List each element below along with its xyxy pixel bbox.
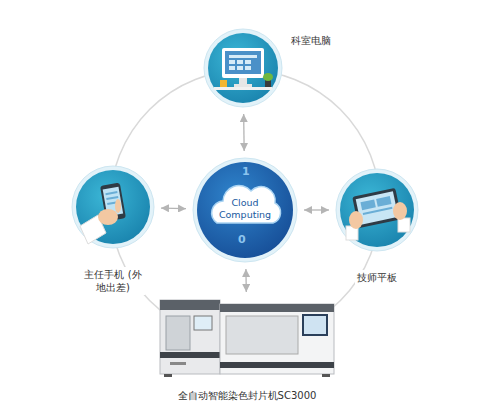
- tablet-in-hands-icon: [363, 207, 393, 215]
- tablet-in-hands-icon: [346, 226, 358, 240]
- circle-halo: [193, 158, 297, 262]
- phone-in-hand-icon: [106, 196, 118, 200]
- computer-icon: [234, 84, 252, 87]
- circle-outline: [335, 168, 419, 252]
- double-arrow: [245, 269, 247, 292]
- tablet-in-hands-icon: [352, 188, 402, 228]
- computer-icon: [239, 78, 247, 84]
- computer-icon: [237, 66, 243, 70]
- circle-halo: [72, 166, 154, 248]
- circle-outline: [71, 165, 155, 249]
- stainer-machine: [304, 316, 326, 334]
- node-label: 全自动智能染色封片机SC3000: [176, 388, 319, 403]
- tablet-in-hands-icon: [398, 218, 410, 232]
- machine-box: 全自动智能染色封片机SC3000: [158, 298, 336, 378]
- stainer-machine: [226, 316, 298, 354]
- phone-in-hand-icon: [100, 183, 126, 222]
- phone-in-hand-icon: [105, 191, 117, 195]
- binary-digit: 1: [242, 166, 250, 178]
- circle-halo: [204, 29, 282, 107]
- device-circle: 科室电脑: [203, 28, 283, 108]
- computer-icon: [237, 60, 243, 64]
- stainer-machine: [322, 374, 330, 377]
- stainer-machine: [160, 300, 220, 374]
- phone-in-hand-icon: [103, 187, 123, 216]
- node-label: Cloud Computing: [210, 197, 280, 221]
- phone-in-hand-icon: [80, 183, 126, 244]
- node-label: 科室电脑: [291, 34, 331, 47]
- tablet-in-hands-icon: [352, 188, 402, 228]
- computer-icon: [225, 51, 261, 74]
- computer-icon: [229, 66, 235, 70]
- device-circle: 主任手机 (外地出差): [71, 165, 155, 249]
- tablet-in-hands-icon: [349, 211, 363, 229]
- tablet-in-hands-icon: [393, 202, 407, 220]
- tablet-in-hands-icon: [376, 196, 391, 207]
- stainer-machine: [160, 352, 220, 358]
- stainer-machine: [220, 304, 334, 312]
- computer-icon: [229, 60, 235, 64]
- phone-in-hand-icon: [100, 183, 126, 222]
- circle-fill: [197, 162, 293, 258]
- tablet-in-hands-icon: [360, 199, 375, 210]
- circle-halo: [336, 169, 418, 251]
- binary-digit: 0: [238, 234, 246, 246]
- phone-in-hand-icon: [80, 215, 106, 244]
- stainer-machine: [160, 300, 334, 377]
- circle-fill: [208, 33, 278, 103]
- stainer-machine: [166, 316, 190, 350]
- node-label: 技师平板: [355, 270, 399, 285]
- computer-icon: [265, 80, 271, 87]
- phone-in-hand-icon: [115, 199, 121, 213]
- circle-outline: [203, 28, 283, 108]
- stainer-machine: [220, 304, 334, 374]
- computer-icon: [214, 87, 272, 90]
- computer-icon: [222, 48, 264, 78]
- phone-in-hand-icon: [107, 201, 119, 205]
- circle-fill: [340, 173, 414, 247]
- double-arrow: [243, 114, 245, 151]
- stainer-machine: [194, 316, 212, 330]
- computer-icon: [214, 48, 273, 90]
- phone-in-hand-icon: [98, 209, 118, 225]
- double-arrow: [161, 207, 186, 209]
- tablet-in-hands-icon: [346, 188, 410, 240]
- device-circle: 技师平板: [335, 168, 419, 252]
- computer-icon: [245, 66, 251, 70]
- node-label: 主任手机 (外地出差): [81, 267, 145, 295]
- stainer-machine: [170, 362, 186, 365]
- computer-icon: [220, 80, 227, 87]
- stainer-machine: [160, 300, 220, 310]
- tablet-in-hands-icon: [356, 191, 399, 224]
- stainer-machine: [220, 362, 334, 368]
- stainer-machine: [302, 314, 328, 336]
- computer-icon: [245, 60, 251, 64]
- circle-fill: [76, 170, 150, 244]
- computer-icon: [263, 73, 273, 81]
- computer-icon: [229, 55, 257, 58]
- double-arrow: [304, 209, 329, 210]
- stainer-machine: [164, 374, 172, 377]
